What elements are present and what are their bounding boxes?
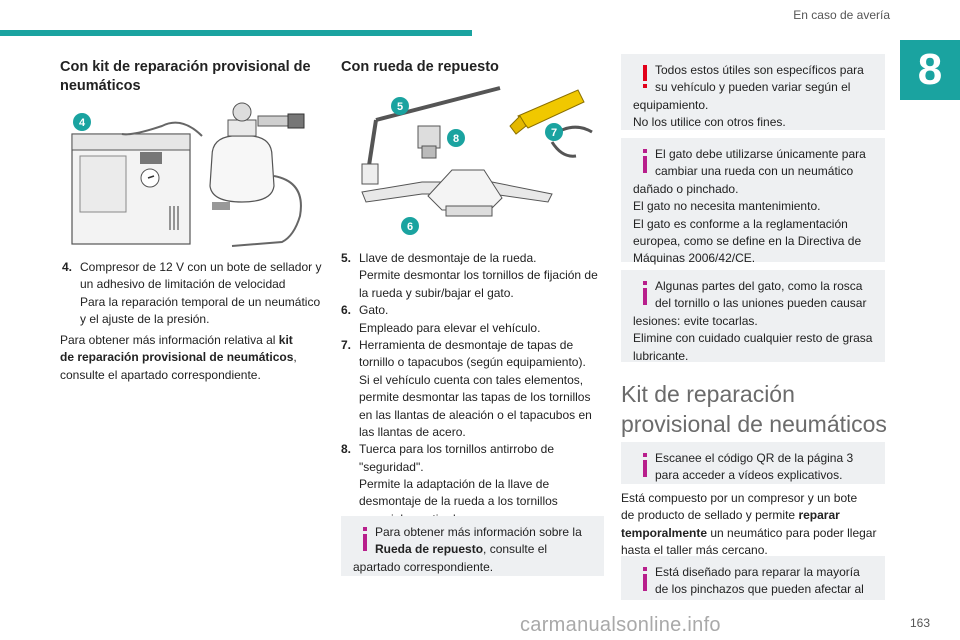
item-number: 7. bbox=[341, 337, 352, 352]
watermark: carmanualsonline.info bbox=[520, 614, 721, 636]
note-line: Rueda de repuesto, consulte el bbox=[353, 541, 594, 558]
note-bold: Rueda de repuesto bbox=[375, 542, 484, 557]
item-line: las llantas de acero. bbox=[359, 424, 466, 439]
info-i-icon bbox=[643, 567, 647, 591]
note-line: lubricante. bbox=[633, 348, 689, 363]
para-bold: reparar bbox=[798, 508, 840, 523]
para-text: consulte el apartado correspondiente. bbox=[60, 367, 261, 382]
item-line: Llave de desmontaje de la rueda. bbox=[359, 251, 537, 265]
item-line: permite desmontar las tapas de los torni… bbox=[359, 390, 591, 405]
warning-note-tools: Todos estos útiles son específicos para … bbox=[621, 54, 885, 130]
item-line: Para la reparación temporal de un neumát… bbox=[80, 294, 321, 309]
item-line: la rueda y subir/bajar el gato. bbox=[359, 285, 514, 300]
para-line: Está compuesto por un compresor y un bot… bbox=[621, 491, 858, 505]
para-bold: kit bbox=[278, 333, 293, 347]
note-line: Máquinas 2006/42/CE. bbox=[633, 251, 756, 266]
chapter-number-badge: 8 bbox=[900, 40, 960, 100]
note-line: No los utilice con otros fines. bbox=[633, 115, 786, 130]
section-heading-spare-wheel: Con rueda de repuesto bbox=[341, 59, 499, 75]
info-note-qr: Escanee el código QR de la página 3 para… bbox=[621, 442, 885, 484]
para-text: Para obtener más información relativa al bbox=[60, 333, 279, 347]
note-line: su vehículo y pueden variar según el bbox=[655, 80, 851, 95]
list-item-7: 7. Herramienta de desmontaje de tapas de… bbox=[341, 337, 605, 441]
item-line: tornillo o tapacubos (según equipamiento… bbox=[359, 355, 586, 370]
note-line: cambiar una rueda con un neumático bbox=[655, 164, 854, 179]
note-line: El gato debe utilizarse únicamente para bbox=[655, 147, 866, 161]
note-line: lesiones: evite tocarlas. bbox=[633, 313, 758, 328]
para-line: temporalmente un neumático para poder ll… bbox=[621, 525, 891, 542]
note-line: Todos estos útiles son específicos para bbox=[655, 63, 864, 77]
note-line: Está diseñado para reparar la mayoría bbox=[655, 565, 860, 579]
callout-4: 4 bbox=[79, 117, 86, 129]
repair-kit-paragraph: Está compuesto por un compresor y un bot… bbox=[621, 490, 891, 560]
spare-wheel-tools-illustration: 5 8 7 6 bbox=[352, 86, 602, 238]
note-line: Elimine con cuidado cualquier resto de g… bbox=[633, 331, 873, 346]
note-line: del tornillo o las uniones pueden causar bbox=[655, 296, 867, 311]
note-line: Para obtener más información sobre la bbox=[375, 525, 582, 539]
item-line: un adhesivo de limitación de velocidad bbox=[80, 277, 286, 292]
section-heading-repair-kit: Kit de reparación provisional de neumáti… bbox=[621, 380, 901, 440]
item-line: y el ajuste de la presión. bbox=[80, 312, 210, 327]
heading-line: provisional de neumáticos bbox=[621, 410, 887, 437]
info-note-jack-parts: Algunas partes del gato, como la rosca d… bbox=[621, 270, 885, 363]
info-i-icon bbox=[363, 527, 367, 551]
item-line: Tuerca para los tornillos antirrobo de bbox=[359, 442, 554, 457]
exclamation-icon bbox=[643, 65, 647, 88]
item-line: desmontaje de la rueda a los tornillos bbox=[359, 494, 558, 509]
callout-5: 5 bbox=[397, 101, 403, 113]
note-line: para acceder a vídeos explicativos. bbox=[655, 468, 843, 483]
item-line: Empleado para elevar el vehículo. bbox=[359, 320, 541, 335]
page-number: 163 bbox=[910, 616, 931, 630]
item-number: 5. bbox=[341, 251, 352, 265]
compressor-illustration: 4 bbox=[62, 96, 324, 252]
item-line: Gato. bbox=[359, 303, 389, 318]
note-line: europea, como se define en la Directiva … bbox=[633, 233, 862, 248]
list-item-5: 5. Llave de desmontaje de la rueda. Perm… bbox=[341, 250, 605, 302]
callout-8: 8 bbox=[453, 133, 459, 145]
info-note-spare-wheel: Para obtener más información sobre la Ru… bbox=[341, 516, 604, 576]
info-i-icon bbox=[643, 453, 647, 477]
note-line: apartado correspondiente. bbox=[353, 559, 494, 574]
note-line: Escanee el código QR de la página 3 bbox=[655, 451, 854, 465]
item-line: Si el vehículo cuenta con tales elemento… bbox=[359, 372, 584, 387]
para-bold: de reparación provisional de neumáticos bbox=[60, 350, 294, 365]
list-item-4: 4. Compresor de 12 V con un bote de sell… bbox=[62, 259, 342, 329]
callout-7: 7 bbox=[551, 127, 557, 139]
tools-list: 5. Llave de desmontaje de la rueda. Perm… bbox=[341, 250, 605, 528]
note-line: Algunas partes del gato, como la rosca bbox=[655, 279, 863, 293]
item-line: Compresor de 12 V con un bote de sellado… bbox=[80, 260, 322, 274]
item-line: en las llantas de aleación o el tapacubo… bbox=[359, 407, 592, 422]
note-text: , consulte el bbox=[483, 542, 548, 557]
section-heading-kit: Con kit de reparación provisional de neu… bbox=[60, 58, 320, 96]
note-line: El gato es conforme a la reglamentación bbox=[633, 216, 848, 231]
note-line: dañado o pinchado. bbox=[633, 181, 739, 196]
item-line: "seguridad". bbox=[359, 459, 424, 474]
heading-line: Kit de reparación bbox=[621, 381, 795, 407]
header-accent-bar bbox=[0, 30, 472, 36]
para-text: , bbox=[293, 350, 297, 365]
para-line: de producto de sellado y permite reparar bbox=[621, 507, 891, 524]
list-item-6: 6. Gato. Empleado para elevar el vehícul… bbox=[341, 302, 605, 337]
item-line: Permite la adaptación de la llave de bbox=[359, 477, 550, 492]
para-text: un neumático para poder llegar bbox=[707, 525, 877, 540]
note-line: equipamiento. bbox=[633, 97, 709, 112]
para-text: de producto de sellado y permite bbox=[621, 508, 799, 523]
info-i-icon bbox=[643, 281, 647, 305]
item-number: 6. bbox=[341, 303, 352, 318]
note-line: El gato no necesita mantenimiento. bbox=[633, 199, 821, 214]
item-number: 4. bbox=[62, 260, 73, 274]
info-note-punctures: Está diseñado para reparar la mayoría de… bbox=[621, 556, 885, 600]
callout-6: 6 bbox=[407, 221, 413, 233]
info-i-icon bbox=[643, 149, 647, 173]
section-heading-kit-text: Con kit de reparación provisional de neu… bbox=[60, 59, 311, 95]
header-title: En caso de avería bbox=[793, 8, 890, 22]
item-number: 8. bbox=[341, 442, 352, 457]
para-bold: temporalmente bbox=[621, 525, 708, 540]
info-note-jack: El gato debe utilizarse únicamente para … bbox=[621, 138, 885, 265]
kit-reference-paragraph: Para obtener más información relativa al… bbox=[60, 332, 324, 384]
para-line: hasta el taller más cercano. bbox=[621, 543, 768, 558]
note-line: de los pinchazos que pueden afectar al bbox=[655, 582, 864, 597]
item-line: Permite desmontar los tornillos de fijac… bbox=[359, 268, 598, 283]
item-line: Herramienta de desmontaje de tapas de bbox=[359, 337, 574, 352]
